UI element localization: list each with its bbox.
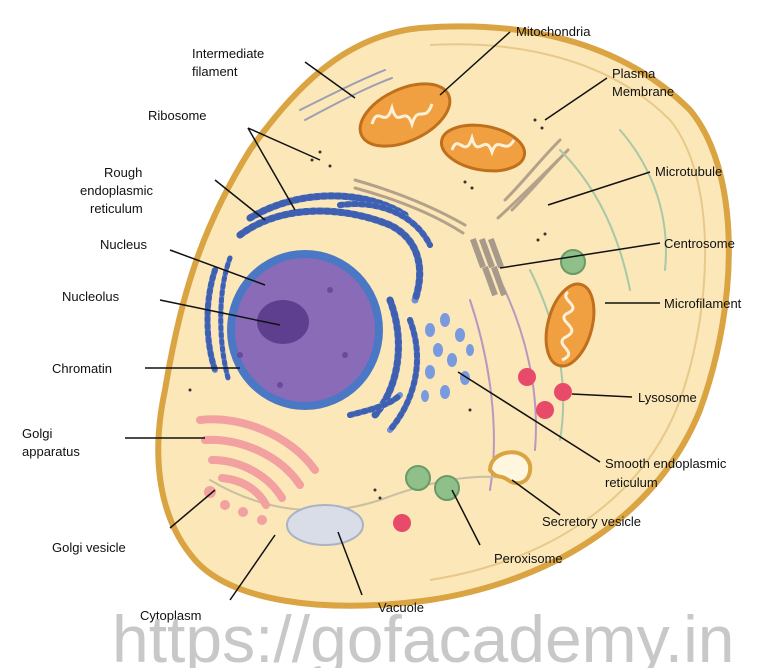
label-mitochondria: Mitochondria xyxy=(516,24,591,39)
vesicle-green xyxy=(561,250,585,274)
chromatin-speck xyxy=(342,352,348,358)
label-rough-er: reticulum xyxy=(90,201,143,216)
label-ribosome: Ribosome xyxy=(148,108,207,123)
label-golgi-vesicle: Golgi vesicle xyxy=(52,540,126,555)
label-intermediate-filament: filament xyxy=(192,64,238,79)
label-chromatin: Chromatin xyxy=(52,361,112,376)
chromatin-speck xyxy=(237,352,243,358)
label-rough-er: Rough xyxy=(104,165,142,180)
label-rough-er: endoplasmic xyxy=(80,183,153,198)
label-intermediate-filament: Intermediate xyxy=(192,46,264,61)
label-plasma-membrane: Membrane xyxy=(612,84,674,99)
label-centrosome: Centrosome xyxy=(664,236,735,251)
label-smooth-er: Smooth endoplasmic xyxy=(605,456,727,471)
nucleus-group xyxy=(227,250,383,410)
label-microtubule: Microtubule xyxy=(655,164,722,179)
label-nucleus: Nucleus xyxy=(100,237,147,252)
label-golgi-apparatus: Golgi xyxy=(22,426,52,441)
label-smooth-er: reticulum xyxy=(605,475,658,490)
label-secretory-vesicle: Secretory vesicle xyxy=(542,514,641,529)
label-plasma-membrane: Plasma xyxy=(612,66,656,81)
label-golgi-apparatus: apparatus xyxy=(22,444,80,459)
label-microfilament: Microfilament xyxy=(664,296,742,311)
watermark: https://gofacademy.in xyxy=(112,602,734,668)
label-lysosome: Lysosome xyxy=(638,390,697,405)
chromatin-speck xyxy=(277,382,283,388)
label-nucleolus: Nucleolus xyxy=(62,289,120,304)
label-peroxisome: Peroxisome xyxy=(494,551,563,566)
vacuole-shape xyxy=(287,505,363,545)
chromatin-speck xyxy=(327,287,333,293)
